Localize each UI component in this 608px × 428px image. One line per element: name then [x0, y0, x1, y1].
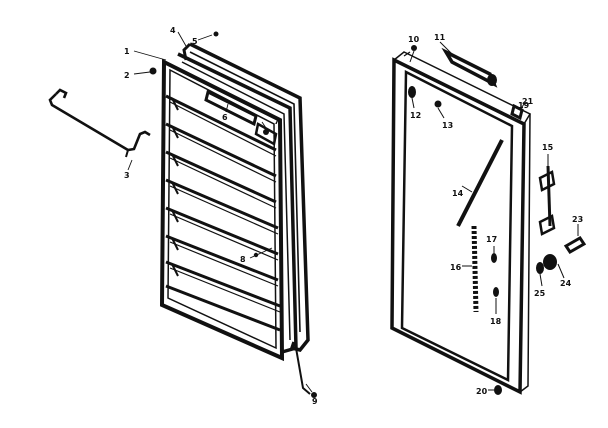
callout-4: 4: [170, 26, 176, 35]
callout-6: 6: [222, 113, 228, 122]
left-door-leaders: [127, 31, 317, 398]
callout-24: 24: [560, 279, 572, 288]
callout-labels: 1 2 3 4 5 6 7 8 9 10 11 12 13 14 15 16 1…: [124, 26, 583, 406]
outer-door-small-parts: [408, 45, 587, 395]
callout-3: 3: [124, 171, 130, 180]
callout-8: 8: [240, 255, 246, 264]
callout-20: 20: [476, 387, 488, 396]
callout-9: 9: [312, 397, 318, 406]
callout-15: 15: [542, 143, 554, 152]
callout-13: 13: [442, 121, 453, 130]
callout-11: 11: [434, 33, 446, 42]
callout-25: 25: [534, 289, 546, 298]
callout-12: 12: [410, 111, 421, 120]
door-shelf-frame: [159, 58, 285, 362]
callout-19: 19: [518, 101, 530, 110]
outer-door-handle: [439, 41, 498, 88]
outer-door-panel: [390, 51, 532, 395]
callout-2: 2: [124, 71, 130, 80]
callout-5: 5: [192, 37, 198, 46]
callout-16: 16: [450, 263, 462, 272]
handle-bracket-wire: [48, 88, 151, 158]
callout-1: 1: [124, 47, 130, 56]
callout-17: 17: [486, 235, 497, 244]
callout-23: 23: [572, 215, 583, 224]
door-gasket: [182, 42, 311, 395]
callout-10: 10: [408, 35, 420, 44]
callout-14: 14: [452, 189, 464, 198]
door-liner: [177, 52, 298, 354]
callout-21: 21: [522, 97, 534, 106]
callout-7: 7: [274, 117, 280, 126]
callout-18: 18: [490, 317, 502, 326]
